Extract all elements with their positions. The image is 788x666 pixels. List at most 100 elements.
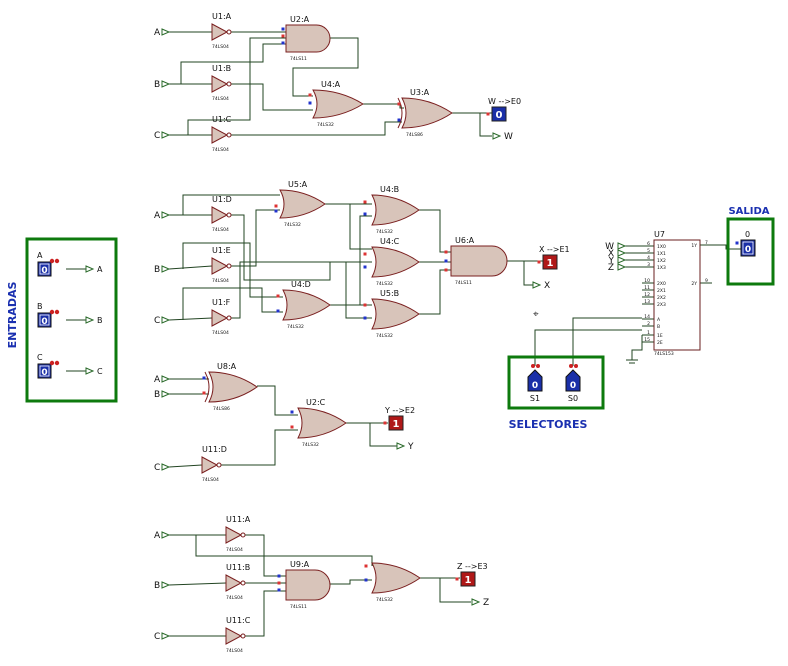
wire — [523, 261, 533, 286]
inverter-bubble — [240, 633, 246, 639]
mux-pin-label: 2X1 — [657, 288, 666, 294]
inverter-u1b-type: 74LS04 — [212, 96, 229, 102]
logic-state-frame — [39, 365, 50, 377]
or-gate-u2c-type: 74LS32 — [302, 442, 319, 448]
wire — [231, 121, 402, 136]
pin-marker — [277, 581, 281, 585]
logic-probe[interactable] — [491, 106, 507, 122]
wire — [168, 317, 213, 321]
inverter-u1d — [211, 206, 229, 224]
mux-pin-label: 1X3 — [657, 265, 666, 271]
or-gate-u4a-ref: U4:A — [321, 80, 341, 89]
mux-input-label: W — [605, 242, 614, 252]
logic-probe[interactable] — [460, 571, 476, 587]
inverter-bubble — [226, 29, 232, 35]
mux-type: 74LS153 — [654, 351, 674, 357]
logic-probe[interactable] — [542, 254, 558, 270]
selector-label: S0 — [568, 394, 578, 403]
logic-state-frame — [39, 314, 50, 326]
pin-marker — [455, 577, 459, 581]
inverter-u11a-ref: U11:A — [226, 515, 251, 524]
mux-pin-number: 15 — [644, 337, 650, 343]
output-terminal — [532, 281, 542, 289]
wire — [257, 385, 298, 416]
mux-pin-number: 1 — [647, 330, 650, 336]
inverter-u1c-ref: U1:C — [212, 115, 232, 124]
wire — [712, 244, 741, 250]
or-gate-u4b-type: 74LS32 — [376, 229, 393, 235]
wire — [245, 534, 286, 577]
output-terminal — [85, 265, 95, 273]
mux-pin-label: 2X0 — [657, 281, 666, 287]
selector-switch-1[interactable] — [565, 369, 581, 392]
inverter-u11c-ref: U11:C — [226, 616, 251, 625]
mux-pin-label: 1E — [657, 333, 663, 339]
and-gate-u6a-type: 74LS11 — [455, 280, 472, 286]
mux-pin-number: 11 — [644, 285, 650, 291]
logic-state-c[interactable] — [37, 363, 52, 379]
inverter-u1e-ref: U1:E — [212, 246, 231, 255]
selector-value: 0 — [570, 381, 576, 391]
inverter-u1b — [211, 75, 229, 93]
mux-pin-number: 9 — [705, 278, 708, 284]
salida-panel: SALIDA — [726, 206, 775, 286]
pin-marker — [363, 200, 367, 204]
pin-marker — [202, 391, 206, 395]
input-label-b: B — [154, 80, 160, 90]
or-gate-u4c-ref: U4:C — [380, 237, 400, 246]
mux-pin-label: B — [657, 324, 660, 330]
logic-state-a-value: 0 — [41, 266, 47, 276]
wire — [195, 535, 373, 566]
logic-state-b[interactable] — [37, 312, 52, 328]
input-terminal — [161, 632, 171, 640]
logic-probe-label: X -->E1 — [539, 245, 570, 254]
entradas-net-label: C — [37, 353, 43, 362]
selectores-title: SELECTORES — [509, 418, 588, 431]
pin-marker — [202, 376, 206, 380]
xor-gate-u8a-type: 74LS86 — [213, 406, 230, 412]
pin-marker — [308, 101, 312, 105]
logic-state-frame — [39, 263, 50, 275]
wire — [231, 209, 280, 267]
mux-pin-number: 12 — [644, 292, 650, 298]
mux-input-terminal — [617, 249, 627, 257]
pin-marker — [444, 268, 448, 272]
logic-state-a[interactable] — [37, 261, 52, 277]
wire — [419, 209, 451, 253]
mux-pin-label: 2Y — [691, 281, 697, 287]
wire — [187, 37, 286, 135]
wire — [452, 112, 492, 137]
mux-pin-label: 1X0 — [657, 244, 666, 250]
inverter-u11d-type: 74LS04 — [202, 477, 219, 483]
inverter-bubble — [216, 462, 222, 468]
and-gate-u6a — [450, 245, 508, 277]
selector-led — [569, 364, 573, 368]
input-terminal — [161, 211, 171, 219]
selector-switch-0[interactable] — [527, 369, 543, 392]
output-terminal — [85, 316, 95, 324]
logic-probe[interactable] — [388, 415, 404, 431]
pin-marker — [281, 34, 285, 38]
or-gate-u4d-ref: U4:D — [291, 280, 311, 289]
input-label-b: B — [154, 390, 160, 400]
wire — [180, 43, 286, 84]
and-gate-u9a-ref: U9:A — [290, 560, 310, 569]
inverter-u1b-ref: U1:B — [212, 64, 231, 73]
or-gate-u2b-type: 74LS32 — [376, 597, 393, 603]
mux-pin-label: 1X1 — [657, 251, 666, 257]
selector-label: S1 — [530, 394, 540, 403]
wire — [182, 242, 283, 298]
cursor-mark: ⌖ — [533, 309, 539, 320]
input-label-a: A — [154, 531, 161, 541]
logic-state-led — [49, 258, 55, 264]
mux-pin-number: 14 — [644, 314, 650, 320]
or-gate-u4c-type: 74LS32 — [376, 281, 393, 287]
pin-marker — [276, 294, 280, 298]
mux-input-terminal — [617, 256, 627, 264]
mux-pin-number: 5 — [647, 248, 650, 254]
or-gate-u4d — [282, 289, 331, 321]
wire — [168, 464, 203, 468]
output-label-y: Y — [407, 442, 414, 452]
mux-ref: U7 — [654, 230, 665, 239]
